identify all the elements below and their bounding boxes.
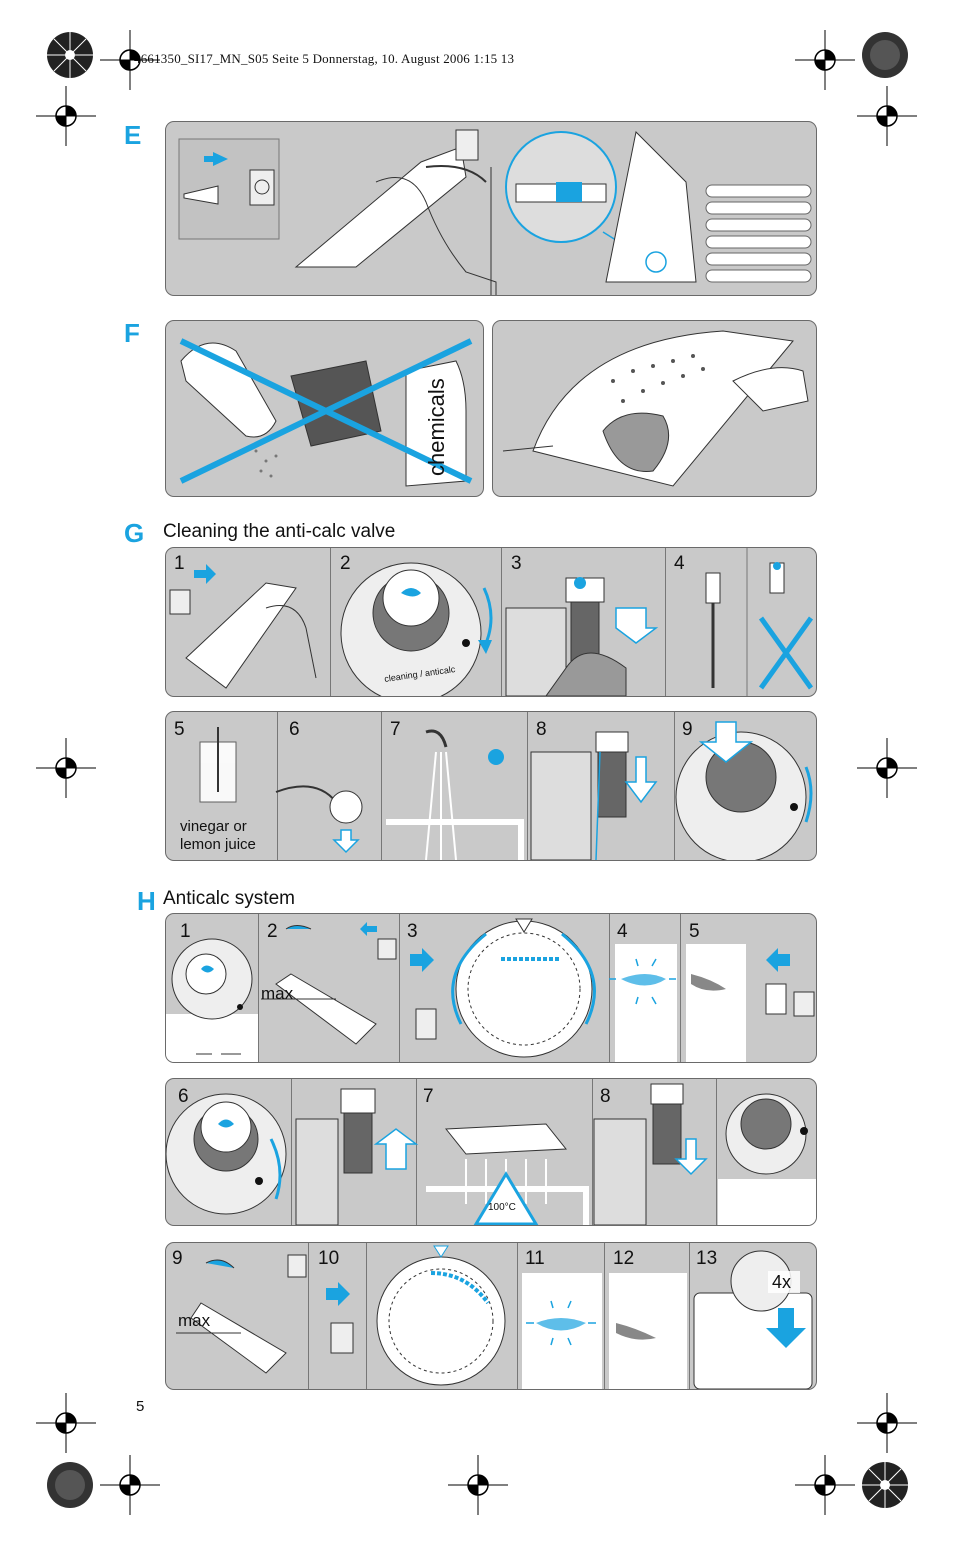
section-g-letter: G [124,518,145,548]
section-h-title: Anticalc system [163,888,295,909]
print-header: 4661350_SI17_MN_S05 Seite 5 Donnerstag, … [134,51,515,66]
registration-mark-icon [448,1455,508,1515]
step-number: 4 [674,553,685,574]
registration-mark-icon [36,738,96,798]
step-number: 3 [511,553,522,574]
step-number: 3 [407,921,418,942]
section-g-row2-panel: 5 6 7 8 9 vinegar or lemon juice [165,711,817,861]
registration-mark-icon [36,86,96,146]
step-number: 2 [267,921,278,942]
step-number: 13 [696,1248,718,1269]
section-f-letter: F [124,318,140,348]
step-number: 1 [180,921,191,942]
section-e-panel [165,121,817,296]
section-g-title: Cleaning the anti-calc valve [163,521,396,542]
registration-mark-icon [795,30,855,90]
step-number: 1 [174,553,185,574]
step-number: 8 [600,1086,611,1107]
registration-mark-icon [36,1393,96,1453]
step-number: 4 [617,921,628,942]
registration-mark-icon [100,1455,160,1515]
rosette-mark-icon [47,1462,93,1508]
step-number: 12 [613,1248,635,1269]
section-f-forbidden-panel: chemicals [165,320,484,497]
step5-caption-line2: lemon juice [180,836,256,853]
section-h-row1-panel: 1 2 3 4 5 max [165,913,817,1063]
section-e-letter: E [124,120,142,150]
repeat-count-badge: 4x [772,1272,792,1292]
registration-mark-icon [857,738,917,798]
step-number: 6 [289,719,300,740]
section-h-row3-panel: 9 10 11 12 13 max 4x [165,1242,817,1390]
step-number: 9 [172,1248,183,1269]
step-number: 9 [682,719,693,740]
max-label: max [178,1311,211,1330]
section-f-clean-soleplate-panel [492,320,817,497]
registration-mark-icon [857,86,917,146]
rosette-mark-icon [862,32,908,78]
step-number: 5 [689,921,700,942]
rosette-mark-icon [47,32,93,78]
registration-mark-icon [100,30,160,90]
step-number: 5 [174,719,185,740]
warning-temperature: 100°C [488,1202,516,1213]
registration-mark-icon [857,1393,917,1453]
registration-mark-icon [795,1455,855,1515]
section-h-letter: H [137,886,156,916]
step-number: 7 [390,719,401,740]
step-number: 7 [423,1086,434,1107]
page-number: 5 [136,1398,145,1415]
step-number: 6 [178,1086,189,1107]
chemicals-label: chemicals [424,378,449,476]
step5-caption-line1: vinegar or [180,818,247,835]
step-number: 10 [318,1248,340,1269]
section-g-row1-panel: 1 2 3 4 cleaning / anticalc [165,547,817,697]
step-number: 8 [536,719,547,740]
step-number: 2 [340,553,351,574]
rosette-mark-icon [862,1462,908,1508]
step-number: 11 [525,1248,545,1269]
section-h-row2-panel: 6 7 8 100°C [165,1078,817,1226]
max-label: max [261,984,294,1003]
